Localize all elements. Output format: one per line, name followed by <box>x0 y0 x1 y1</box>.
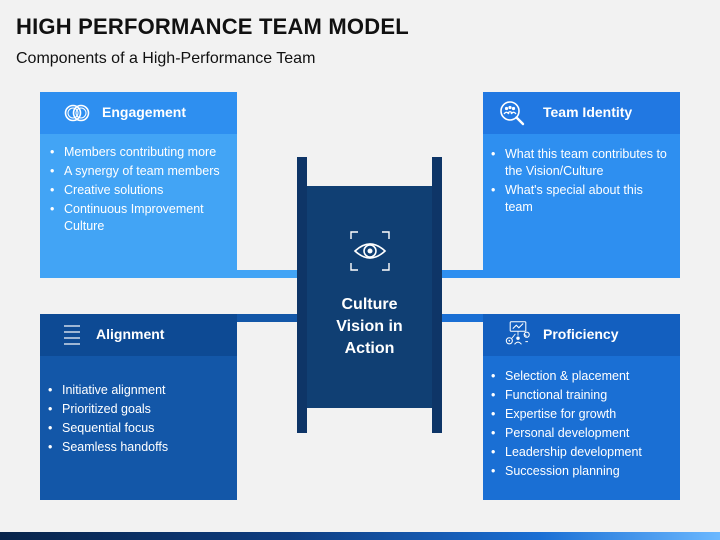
connector-engagement <box>237 270 307 278</box>
list-item: Succession planning <box>489 463 674 480</box>
page-subtitle: Components of a High-Performance Team <box>16 50 316 67</box>
alignment-header: Alignment <box>40 314 237 356</box>
team-identity-label: Team Identity <box>543 104 633 120</box>
list-item: Personal development <box>489 425 674 442</box>
team-identity-list: What this team contributes to the Vision… <box>489 146 674 218</box>
proficiency-box: Proficiency Selection & placement Functi… <box>483 314 680 500</box>
alignment-list: Initiative alignment Prioritized goals S… <box>46 382 231 458</box>
page-title: HIGH PERFORMANCE TEAM MODEL <box>16 14 409 39</box>
center-line-2: Vision in <box>336 318 403 335</box>
eye-target-icon <box>350 231 390 271</box>
list-item: Initiative alignment <box>46 382 231 399</box>
list-item: What this team contributes to the Vision… <box>489 146 674 180</box>
connector-proficiency <box>432 314 483 322</box>
proficiency-list: Selection & placement Functional trainin… <box>489 368 674 482</box>
list-item: Members contributing more <box>48 144 233 161</box>
engagement-box: Engagement Members contributing more A s… <box>40 92 237 278</box>
list-item: Selection & placement <box>489 368 674 385</box>
list-item: Expertise for growth <box>489 406 674 423</box>
alignment-label: Alignment <box>96 326 165 342</box>
list-item: Leadership development <box>489 444 674 461</box>
list-item: Functional training <box>489 387 674 404</box>
team-identity-box: Team Identity What this team contributes… <box>483 92 680 278</box>
list-item: A synergy of team members <box>48 163 233 180</box>
bottom-stripe <box>0 532 720 540</box>
list-item: Seamless handoffs <box>46 439 231 456</box>
left-pillar <box>297 157 307 433</box>
lines-icon <box>64 325 80 345</box>
center-line-1: Culture <box>341 296 398 313</box>
list-item: Sequential focus <box>46 420 231 437</box>
engagement-header: Engagement <box>40 92 237 134</box>
center-line-3: Action <box>344 340 395 357</box>
center-panel: Culture Vision in Action <box>307 186 432 408</box>
engagement-list: Members contributing more A synergy of t… <box>48 144 233 237</box>
list-item: Continuous Improvement Culture <box>48 201 233 235</box>
connector-alignment <box>237 314 307 322</box>
engagement-label: Engagement <box>102 104 187 120</box>
right-pillar <box>432 157 442 433</box>
proficiency-header: Proficiency <box>483 314 680 356</box>
proficiency-label: Proficiency <box>543 326 619 342</box>
center-text: Culture Vision in Action <box>307 294 432 360</box>
interlocking-rings-icon <box>64 104 90 122</box>
list-item: What's special about this team <box>489 182 674 216</box>
team-identity-header: Team Identity <box>483 92 680 134</box>
skills-icon <box>505 321 530 345</box>
list-item: Creative solutions <box>48 182 233 199</box>
alignment-box: Alignment Initiative alignment Prioritiz… <box>40 314 237 500</box>
team-search-icon <box>500 101 525 126</box>
connector-identity <box>432 270 483 278</box>
list-item: Prioritized goals <box>46 401 231 418</box>
